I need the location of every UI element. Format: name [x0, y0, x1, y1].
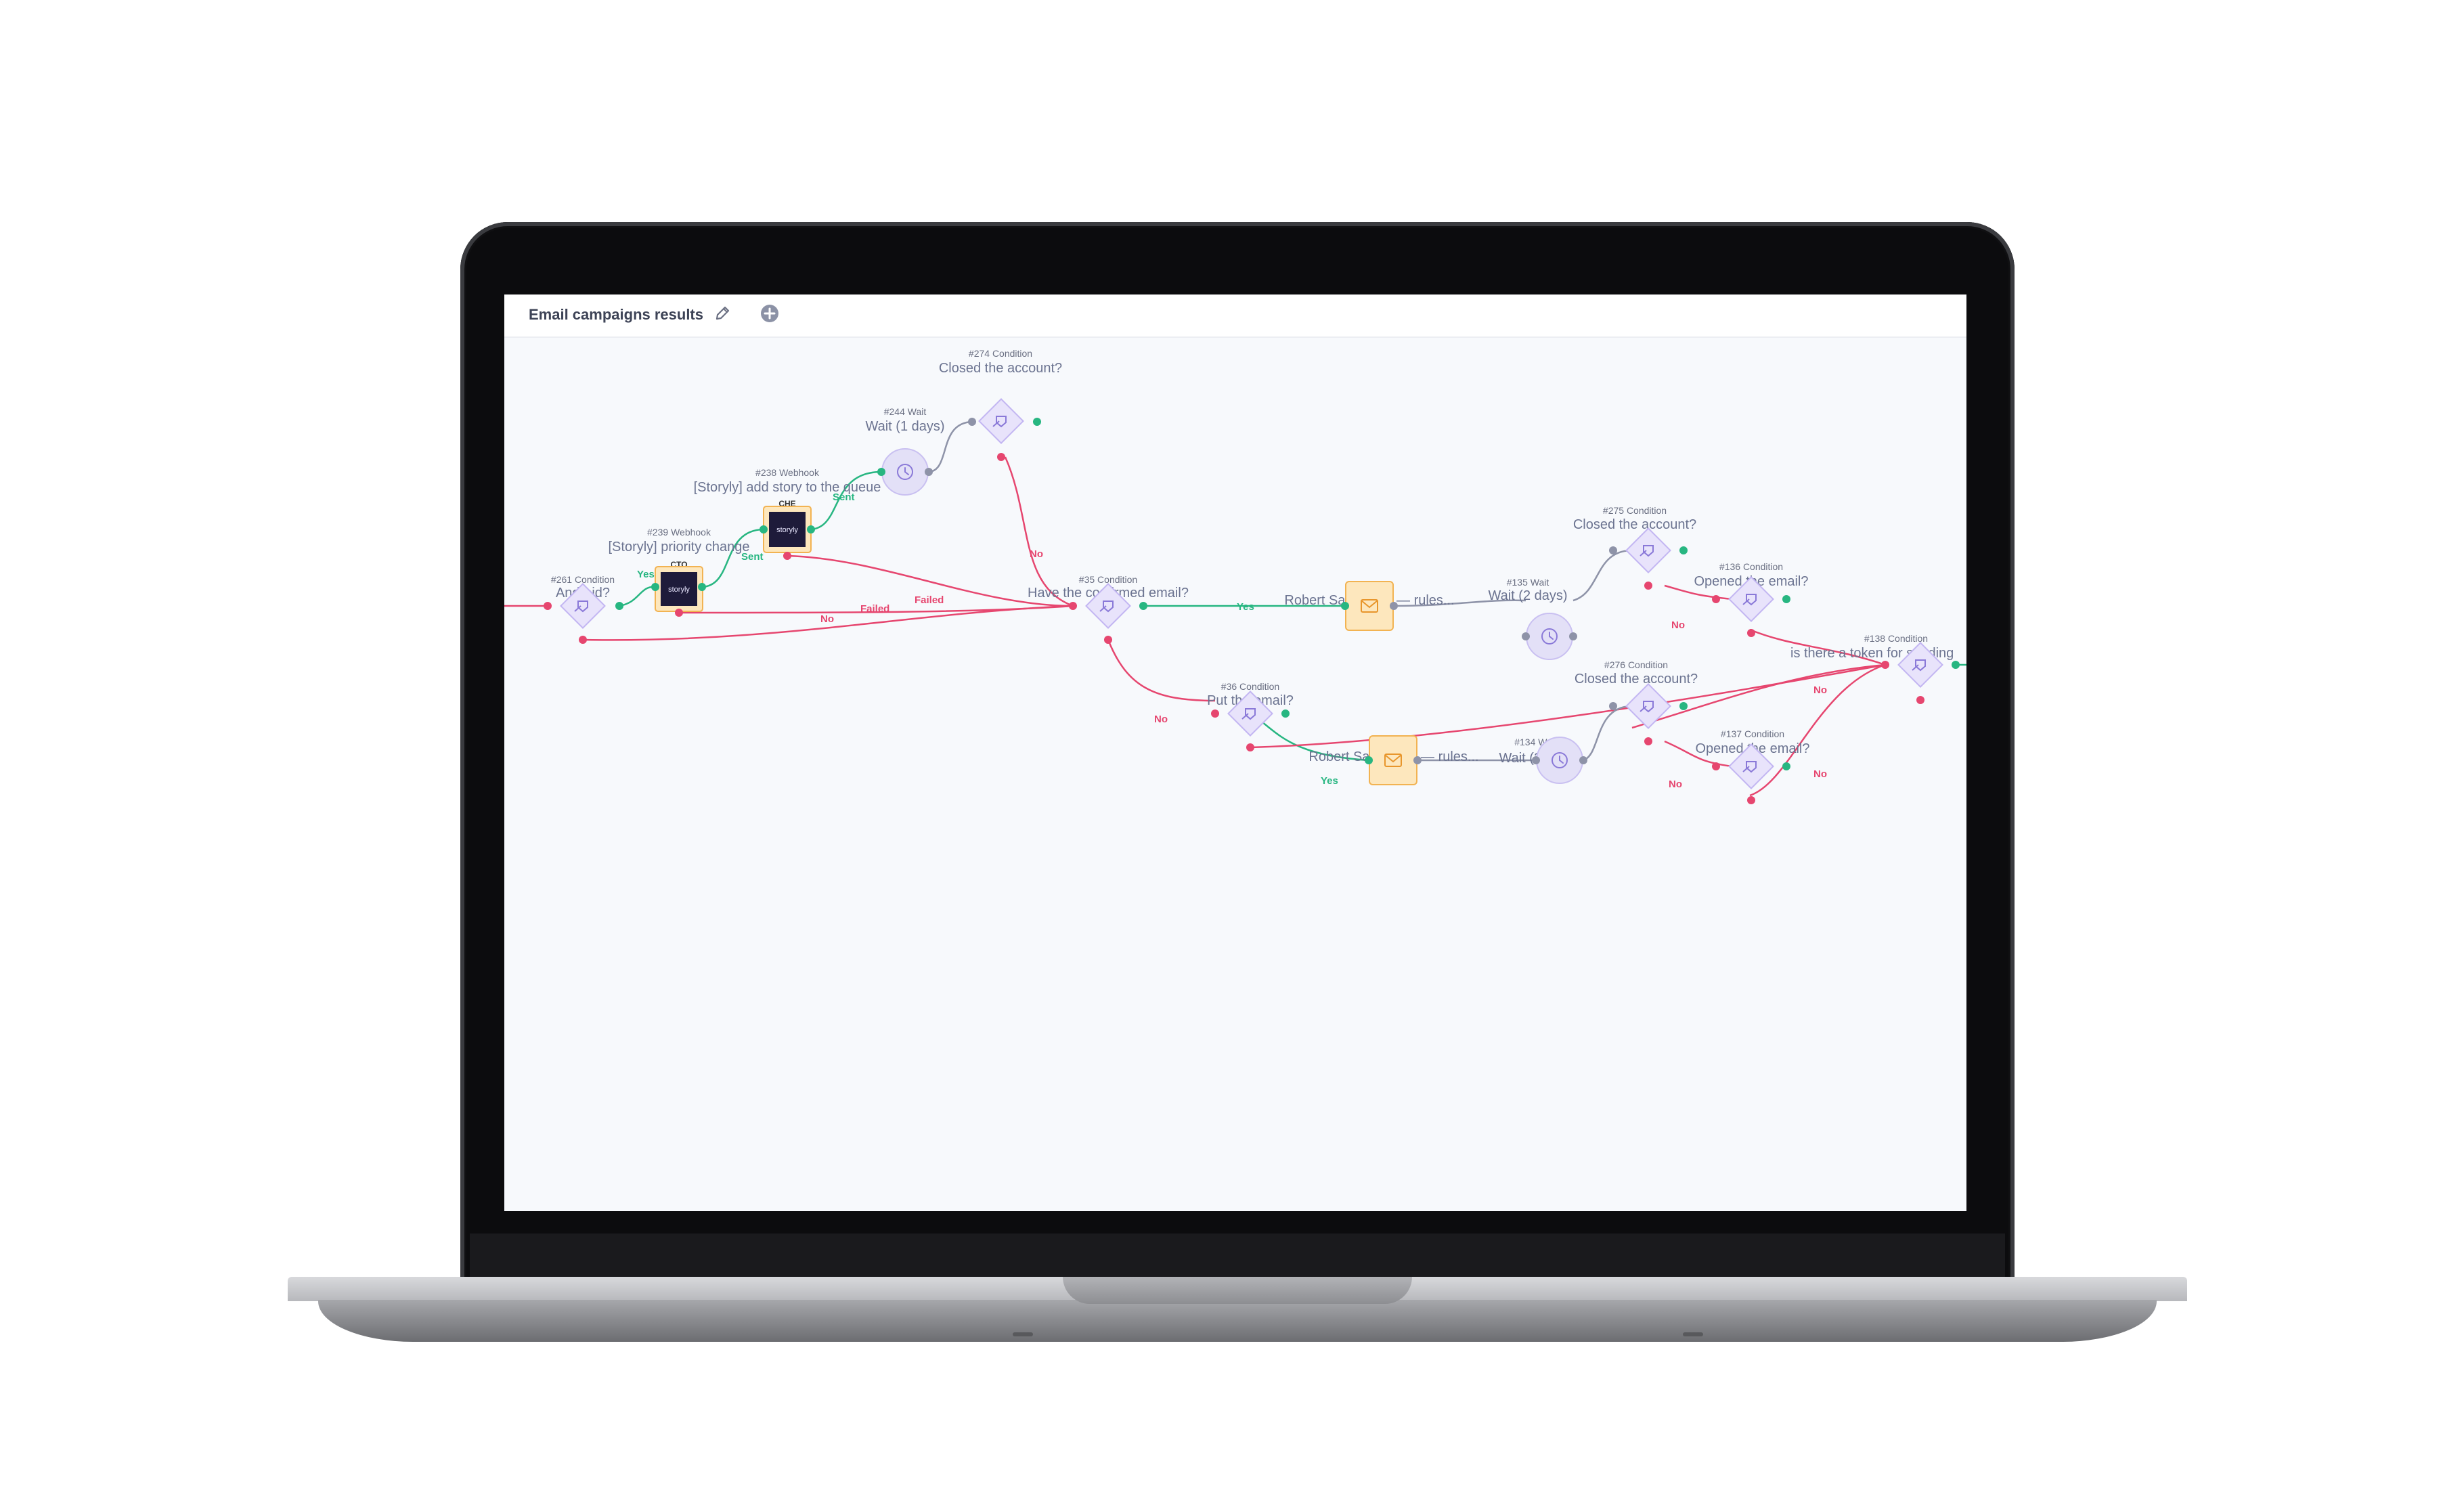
edge-label-no: No [1669, 779, 1682, 790]
edge-label-no: No [1030, 548, 1043, 560]
condition-node-137[interactable]: #137 Condition Opened the email? [1695, 728, 1810, 804]
edge-label-sent: Sent [741, 551, 764, 563]
condition-node-261[interactable]: #261 Condition Android? [544, 574, 623, 644]
workflow-canvas[interactable]: Yes No Sent Failed Sent Failed No Yes No… [504, 294, 1966, 1211]
node-id: #276 Condition [1604, 659, 1668, 670]
plus-circle-icon[interactable] [759, 303, 780, 324]
node-id: #239 Webhook [647, 527, 711, 538]
edge-135-275 [1572, 549, 1631, 602]
node-title: [Storyly] priority change [609, 540, 750, 554]
node-title: Closed the account? [939, 361, 1062, 376]
laptop-base-bottom [318, 1300, 2157, 1342]
edge-134-276 [1583, 705, 1631, 762]
webhook-node-239[interactable]: #239 Webhook [Storyly] priority change C… [609, 527, 750, 617]
wait-node-134[interactable]: #134 Wa Wait (2 days) [1499, 737, 1587, 784]
edges [504, 420, 1966, 797]
node-title: [Storyly] add story to the queue [694, 480, 881, 495]
edge-36-no [1250, 663, 1886, 749]
app-screen: Email campaigns results [504, 294, 1966, 1211]
node-id: #35 Condition [1079, 574, 1137, 585]
wait-node-244[interactable]: #244 Wait Wait (1 days) [865, 406, 945, 496]
edge-275-no [1664, 584, 1733, 600]
edge-238-failed [787, 554, 1074, 607]
edge-244-274 [928, 420, 973, 473]
node-id: #136 Condition [1719, 561, 1783, 572]
laptop-chin [470, 1233, 2005, 1284]
storyly-logo: storyly [668, 586, 690, 594]
webhook-node-238[interactable]: #238 Webhook [Storyly] add story to the … [694, 467, 881, 560]
condition-node-275[interactable]: #275 Condition Closed the account? [1573, 505, 1696, 590]
node-id: #261 Condition [551, 574, 615, 585]
edge-label-yes: Yes [1237, 601, 1254, 613]
edge-276-no-137 [1664, 740, 1733, 768]
laptop-foot [1683, 1332, 1703, 1336]
edge-261-yes [619, 586, 656, 607]
workflow-title: Email campaigns results [529, 306, 703, 323]
edge-label-sent: Sent [833, 492, 855, 503]
edge-label-failed: Failed [860, 603, 889, 615]
node-id: #238 Webhook [755, 467, 820, 478]
condition-node-274[interactable]: #274 Condition Closed the account? [939, 348, 1062, 461]
condition-node-138[interactable]: #138 Condition is there a token for send… [1790, 633, 1960, 704]
node-id: #138 Condition [1864, 633, 1928, 644]
email-node-212[interactable]: #212 Email Robert Sabirianov — rules... [1284, 581, 1455, 631]
workflow-header: Email campaigns results [504, 294, 1966, 338]
condition-node-136[interactable]: #136 Condition Opened the email? [1694, 561, 1809, 637]
condition-node-36[interactable]: #36 Condition Put the email? [1207, 681, 1294, 751]
edge-label-yes: Yes [637, 569, 655, 580]
edge-137-no [1749, 663, 1886, 797]
edge-212-135 [1393, 599, 1526, 607]
node-title: Closed the account? [1575, 672, 1698, 686]
node-title: Closed the account? [1573, 517, 1696, 532]
edge-274-no [1004, 456, 1074, 607]
edge-label-yes: Yes [1321, 775, 1338, 787]
storyly-logo: storyly [776, 526, 798, 534]
edge-239-failed [678, 605, 1074, 614]
edge-276-no [1631, 663, 1886, 729]
laptop-notch [1063, 1277, 1412, 1304]
edge-136-no [1749, 628, 1886, 666]
node-title: Wait (1 days) [865, 419, 944, 434]
node-id: #36 Condition [1221, 681, 1279, 692]
email-node-213[interactable]: #213 Email Robert Sabirianov — rules... [1308, 735, 1479, 785]
edge-label-no: No [1813, 768, 1827, 780]
node-id: #275 Condition [1603, 505, 1667, 516]
node-title: Wait (2 days) [1488, 588, 1567, 603]
node-id: #244 Wait [884, 406, 927, 417]
condition-node-35[interactable]: #35 Condition Have the confirmed email? [1028, 574, 1189, 644]
edge-label-failed: Failed [915, 594, 944, 606]
node-id: #135 Wait [1507, 577, 1549, 588]
node-id: #274 Condition [969, 348, 1032, 359]
condition-node-276[interactable]: #276 Condition Closed the account? [1575, 659, 1698, 745]
edge-label-no: No [1154, 714, 1168, 725]
pencil-icon[interactable] [711, 303, 733, 324]
edge-35-no [1107, 639, 1216, 702]
wait-node-135[interactable]: #135 Wait Wait (2 days) [1488, 577, 1577, 660]
edge-238-sent [810, 471, 882, 531]
edge-label-no: No [820, 613, 834, 625]
edge-labels: Yes No Sent Failed Sent Failed No Yes No… [637, 492, 1827, 790]
edge-label-no: No [1671, 619, 1685, 631]
edge-label-no: No [1813, 684, 1827, 696]
edge-239-sent [701, 528, 764, 588]
node-id: #137 Condition [1721, 728, 1784, 739]
laptop-foot [1013, 1332, 1033, 1336]
